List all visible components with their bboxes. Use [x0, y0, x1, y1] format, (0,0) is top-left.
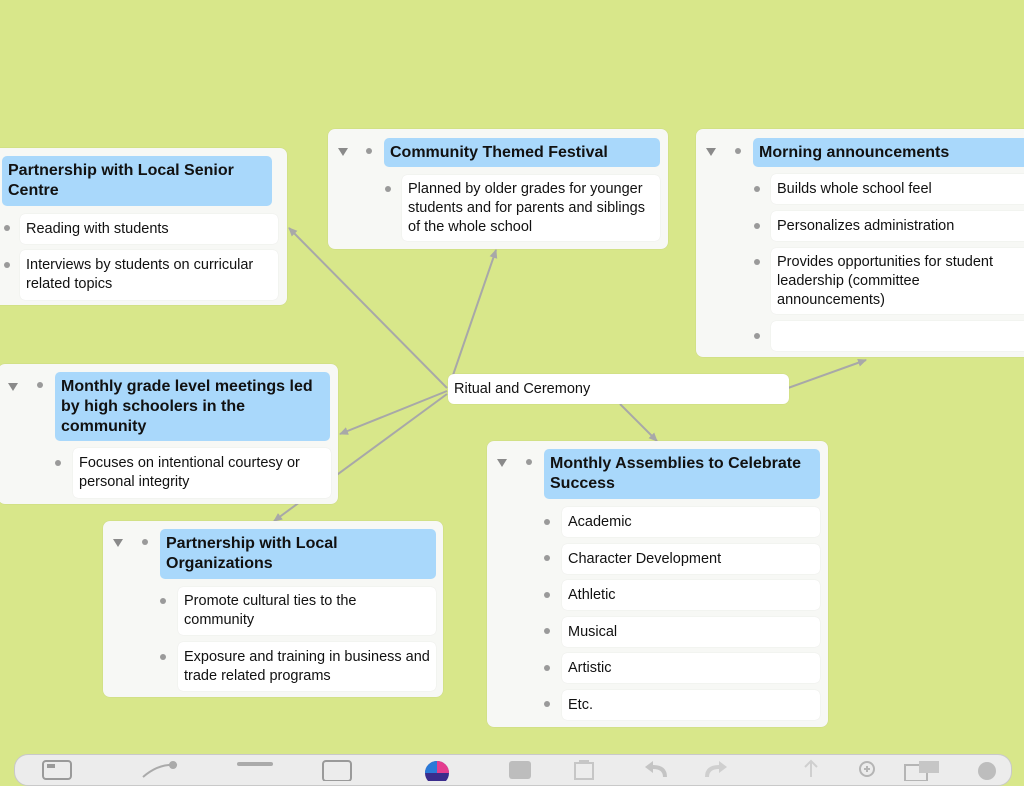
- bullet-icon: [754, 259, 760, 265]
- bottom-toolbar: [14, 754, 1012, 786]
- bullet-icon: [4, 225, 10, 231]
- topic-item[interactable]: Athletic: [562, 580, 820, 610]
- topic-item[interactable]: Interviews by students on curricular rel…: [20, 250, 278, 300]
- bullet-icon: [544, 628, 550, 634]
- bullet-icon: [544, 519, 550, 525]
- topic-item[interactable]: Builds whole school feel: [771, 174, 1024, 204]
- topic-assemblies[interactable]: Monthly Assemblies to Celebrate Success …: [487, 441, 828, 727]
- bullet-icon: [544, 592, 550, 598]
- topic-festival[interactable]: Community Themed Festival Planned by old…: [328, 129, 668, 249]
- central-topic[interactable]: Ritual and Ceremony: [448, 374, 789, 404]
- topic-item[interactable]: Reading with students: [20, 214, 278, 244]
- topic-title[interactable]: Monthly grade level meetings led by high…: [55, 372, 330, 441]
- topic-item[interactable]: Focuses on intentional courtesy or perso…: [73, 448, 331, 498]
- zoom-icon[interactable]: [855, 759, 883, 781]
- bullet-icon: [37, 382, 43, 388]
- clipboard-icon[interactable]: [571, 759, 599, 781]
- bullet-icon: [4, 262, 10, 268]
- topic-title[interactable]: Morning announcements: [753, 138, 1024, 167]
- topic-title[interactable]: Partnership with Local Organizations: [160, 529, 436, 579]
- bullet-icon: [754, 333, 760, 339]
- note-icon[interactable]: [321, 759, 353, 781]
- topic-item[interactable]: Academic: [562, 507, 820, 537]
- topic-morning-announcements[interactable]: Morning announcements Builds whole schoo…: [696, 129, 1024, 357]
- export-icon[interactable]: [903, 759, 943, 781]
- bullet-icon: [544, 701, 550, 707]
- topic-title[interactable]: Partnership with Local Senior Centre: [2, 156, 272, 206]
- redo-icon[interactable]: [699, 759, 731, 781]
- topic-item[interactable]: Personalizes administration: [771, 211, 1024, 241]
- topic-item[interactable]: Exposure and training in business and tr…: [178, 642, 436, 691]
- bullet-icon: [160, 598, 166, 604]
- bullet-icon: [754, 223, 760, 229]
- collapse-triangle-icon[interactable]: [113, 539, 123, 547]
- topic-local-organizations[interactable]: Partnership with Local Organizations Pro…: [103, 521, 443, 697]
- relationship-icon[interactable]: [141, 759, 181, 781]
- bullet-icon: [142, 539, 148, 545]
- topic-item[interactable]: Etc.: [562, 690, 820, 720]
- bullet-icon: [385, 186, 391, 192]
- connector-senior-centre: [288, 227, 448, 389]
- bullet-icon: [55, 460, 61, 466]
- collapse-triangle-icon[interactable]: [497, 459, 507, 467]
- topic-senior-centre[interactable]: Partnership with Local Senior Centre Rea…: [0, 148, 287, 305]
- mind-map-canvas[interactable]: Partnership with Local Senior Centre Rea…: [0, 0, 1024, 768]
- undo-icon[interactable]: [641, 759, 673, 781]
- bullet-icon: [735, 148, 741, 154]
- bullet-icon: [544, 665, 550, 671]
- topic-item-empty[interactable]: [771, 321, 1024, 351]
- color-wheel-icon[interactable]: [423, 759, 451, 781]
- topic-grade-meetings[interactable]: Monthly grade level meetings led by high…: [0, 364, 338, 504]
- connector-festival: [451, 249, 498, 379]
- topic-item[interactable]: Musical: [562, 617, 820, 647]
- help-icon[interactable]: [975, 759, 1001, 781]
- share-icon[interactable]: [795, 759, 827, 781]
- bullet-icon: [526, 459, 532, 465]
- format-icon[interactable]: [235, 759, 275, 781]
- topic-item[interactable]: Planned by older grades for younger stud…: [402, 175, 660, 241]
- topic-item[interactable]: Provides opportunities for student leade…: [771, 248, 1024, 314]
- topic-item[interactable]: Character Development: [562, 544, 820, 574]
- bullet-icon: [160, 654, 166, 660]
- topic-item[interactable]: Artistic: [562, 653, 820, 683]
- collapse-triangle-icon[interactable]: [338, 148, 348, 156]
- connector-grade-meetings: [339, 390, 448, 435]
- topic-title[interactable]: Monthly Assemblies to Celebrate Success: [544, 449, 820, 499]
- insert-icon[interactable]: [505, 759, 537, 781]
- outline-view-icon[interactable]: [41, 759, 73, 781]
- bullet-icon: [754, 186, 760, 192]
- topic-item[interactable]: Promote cultural ties to the community: [178, 587, 436, 635]
- connector-assemblies: [619, 403, 658, 442]
- collapse-triangle-icon[interactable]: [706, 148, 716, 156]
- topic-title[interactable]: Community Themed Festival: [384, 138, 660, 167]
- connector-morning: [787, 358, 867, 389]
- bullet-icon: [544, 555, 550, 561]
- collapse-triangle-icon[interactable]: [8, 383, 18, 391]
- bullet-icon: [366, 148, 372, 154]
